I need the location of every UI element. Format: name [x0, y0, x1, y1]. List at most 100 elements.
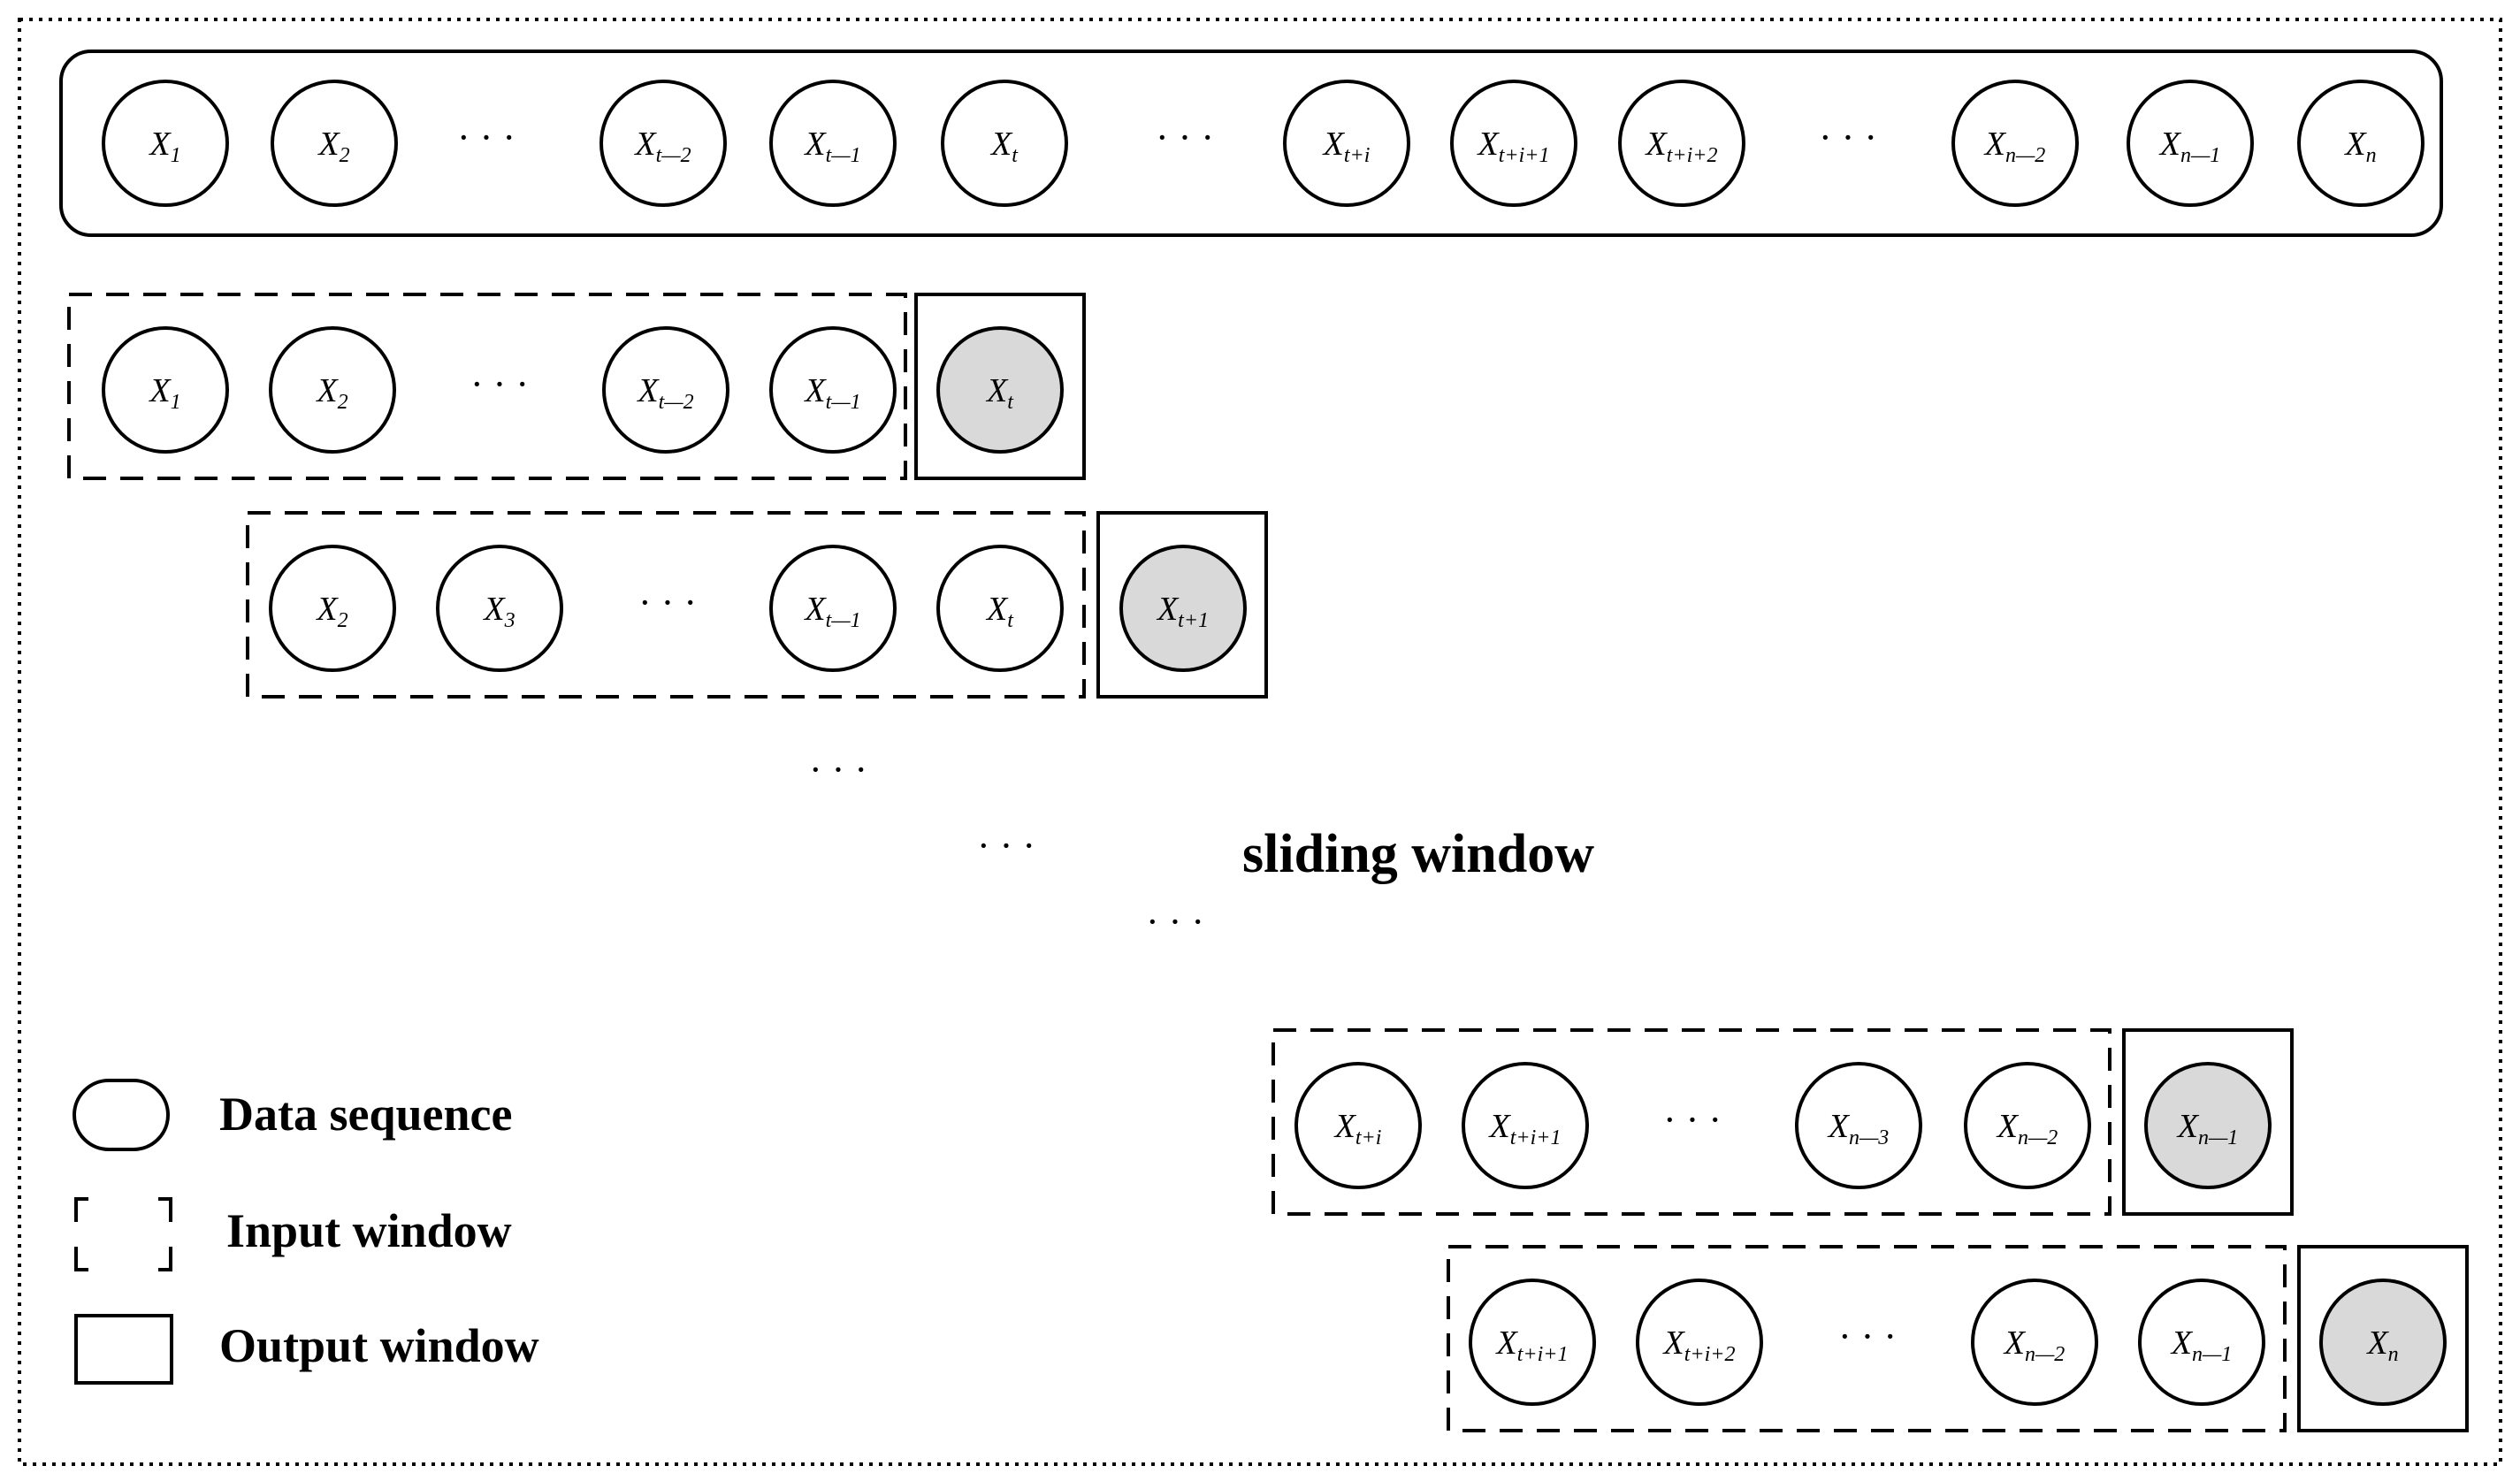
node-label: Xt+i: [1322, 126, 1371, 167]
node-label: X2: [317, 126, 349, 167]
node-circle: [936, 326, 1064, 454]
node-circle: [602, 326, 729, 454]
sequence-node: Xt+i+1: [1450, 80, 1577, 207]
sequence-node: X2: [271, 80, 398, 207]
sequence-node: Xn—2: [1951, 80, 2079, 207]
node-circle: [2138, 1279, 2265, 1406]
node-circle: [436, 545, 563, 672]
node-label: Xt: [985, 372, 1014, 414]
input-window-box: [246, 511, 1086, 699]
output-node: Xt+1: [1119, 545, 1247, 672]
output-window-box: [914, 293, 1086, 480]
node-circle: [1795, 1062, 1922, 1189]
sliding-window-label: sliding window: [1242, 824, 1594, 884]
node-label: Xt: [989, 126, 1019, 167]
input-node: Xt+i: [1294, 1062, 1422, 1189]
sequence-node: Xt+i+2: [1618, 80, 1745, 207]
input-node: Xn—2: [1971, 1279, 2098, 1406]
sequence-node: X1: [102, 80, 229, 207]
outer-frame: [18, 18, 2502, 1466]
input-node: Xn—1: [2138, 1279, 2265, 1406]
input-node: X2: [269, 545, 396, 672]
ellipsis: · · ·: [1663, 1098, 1722, 1141]
node-circle: [269, 326, 396, 454]
node-label: X2: [315, 372, 347, 414]
sequence-node: Xn: [2297, 80, 2425, 207]
node-label: Xt: [985, 591, 1014, 632]
node-circle: [1294, 1062, 1422, 1189]
node-circle: [102, 326, 229, 454]
output-window-box: [2122, 1028, 2294, 1216]
data-sequence-box: [59, 50, 2443, 237]
node-circle: [1450, 80, 1577, 207]
input-window-box: [67, 293, 907, 480]
input-node: Xn—2: [1964, 1062, 2091, 1189]
node-label: Xn—3: [1827, 1108, 1890, 1149]
node-label: Xt+i+1: [1477, 126, 1550, 167]
input-node: Xt+i+1: [1469, 1279, 1596, 1406]
node-circle: [769, 545, 897, 672]
node-label: Xt—1: [803, 126, 860, 167]
node-label: Xt—2: [633, 126, 691, 167]
sequence-ellipsis: · · ·: [457, 116, 515, 159]
node-circle: [2144, 1062, 2272, 1189]
node-circle: [2297, 80, 2425, 207]
node-circle: [102, 80, 229, 207]
node-circle: [1971, 1279, 2098, 1406]
data-sequence-nodes: X1 X2 · · · Xt—2 Xt—1 Xt · · · Xt+i Xt+i+1 Xt+i+2…: [102, 80, 2425, 207]
node-label: Xn—2: [1996, 1108, 2058, 1149]
input-node: Xt: [936, 545, 1064, 672]
sequence-ellipsis: · · ·: [1156, 116, 1214, 159]
output-node: Xt: [936, 326, 1064, 454]
input-ellipsis: · · ·: [638, 581, 697, 624]
output-node: Xn—1: [2144, 1062, 2272, 1189]
node-circle: [1462, 1062, 1589, 1189]
input-node: Xt+i+2: [1636, 1279, 1763, 1406]
gap-ellipsis-2: · · ·: [977, 824, 1035, 867]
ellipsis: · · ·: [1819, 116, 1877, 159]
node-label: Xt—1: [803, 591, 860, 632]
legend-data-sequence-icon: [73, 1079, 170, 1151]
node-label: Xt+1: [1156, 591, 1209, 632]
node-label: Xt—1: [803, 372, 860, 414]
input-ellipsis: · · ·: [1838, 1315, 1897, 1358]
node-circle: [1119, 545, 1247, 672]
ellipsis: · · ·: [1156, 116, 1214, 159]
node-label: X2: [315, 591, 347, 632]
sequence-node: Xt—2: [599, 80, 727, 207]
node-circle: [769, 80, 897, 207]
node-label: Xt+i+1: [1488, 1108, 1562, 1149]
node-circle: [769, 326, 897, 454]
node-circle: [1636, 1279, 1763, 1406]
window-3: Xt+i Xt+i+1 · · · Xn—3 Xn—2 Xn—1: [1271, 1028, 2294, 1216]
output-window-box: [2297, 1245, 2469, 1432]
window-2: X2 X3 · · · Xt—1 Xt Xt+1: [246, 511, 1268, 699]
node-label: Xn—2: [2003, 1325, 2066, 1366]
node-label: X1: [148, 126, 180, 167]
node-label: X3: [482, 591, 515, 632]
node-label: X1: [148, 372, 180, 414]
node-circle: [1469, 1279, 1596, 1406]
input-node: Xt—1: [769, 545, 897, 672]
sequence-node: Xt—1: [769, 80, 897, 207]
input-node: Xt+i+1: [1462, 1062, 1589, 1189]
node-circle: [1283, 80, 1410, 207]
sequence-node: Xn—1: [2127, 80, 2254, 207]
node-circle: [941, 80, 1068, 207]
ellipsis: · · ·: [638, 581, 697, 624]
ellipsis: · · ·: [457, 116, 515, 159]
node-circle: [269, 545, 396, 672]
input-window-box: [1447, 1245, 2287, 1432]
node-label: Xt+i+2: [1645, 126, 1718, 167]
node-label: Xt+i+1: [1495, 1325, 1569, 1366]
node-label: Xn—1: [2158, 126, 2221, 167]
node-circle: [599, 80, 727, 207]
output-node: Xn: [2319, 1279, 2447, 1406]
input-node: X2: [269, 326, 396, 454]
sequence-node: Xt: [941, 80, 1068, 207]
node-label: Xn—1: [2170, 1325, 2233, 1366]
input-ellipsis: · · ·: [470, 363, 529, 406]
legend-data-sequence-label: Data sequence: [219, 1088, 512, 1141]
